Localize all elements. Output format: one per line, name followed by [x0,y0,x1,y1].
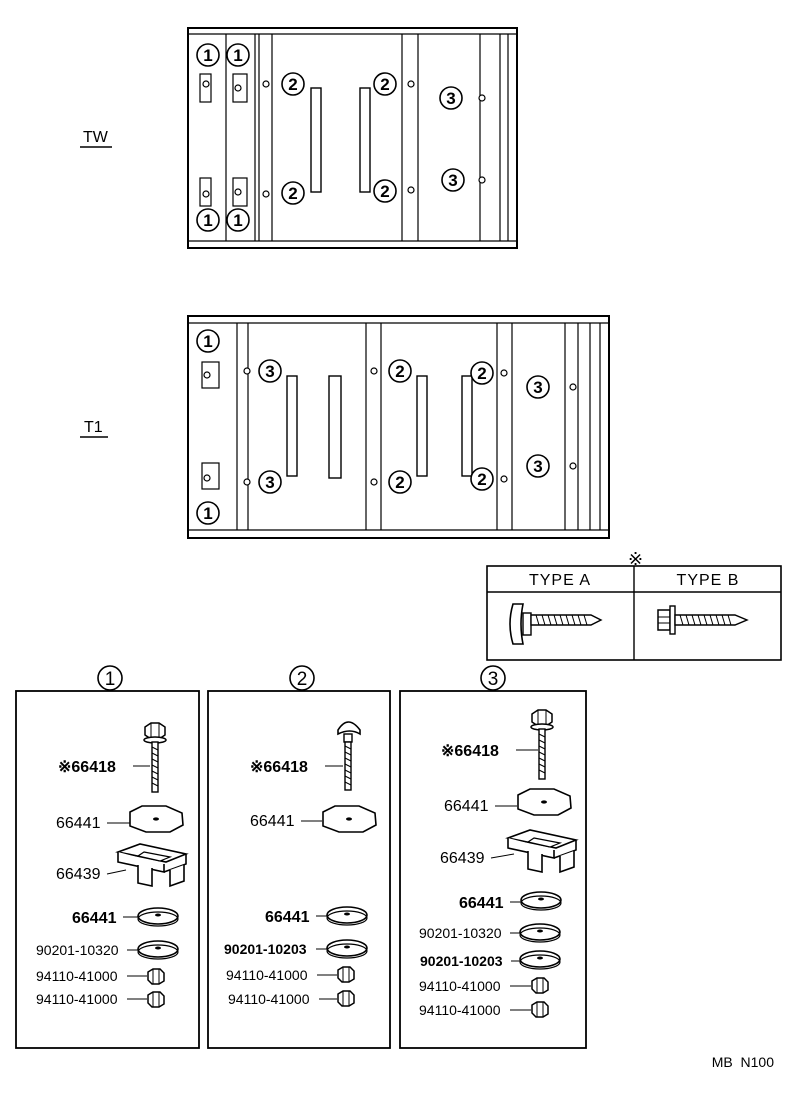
t1-layout: T1 [80,315,610,539]
callout-1 [196,208,220,232]
part-label: 66441 [56,815,101,832]
part-label: 94110-41000 [419,1002,501,1018]
kit-1-number: 1 [105,669,116,690]
callout-2 [281,72,305,96]
callout-3 [526,375,550,399]
callout-2 [281,181,305,205]
nut-icon [531,1001,549,1018]
part-label: 94110-41000 [419,978,501,994]
callout-1 [196,501,220,525]
part-label: 90201-10203 [224,941,307,957]
type-b-bolt [657,605,749,635]
kit-3: 3 ※66418 66441 66439 66441 90201-10320 9… [399,665,587,1049]
callout-2 [388,359,412,383]
part-label: 94110-41000 [36,968,118,984]
callout-3 [258,359,282,383]
callout-1 [196,329,220,353]
callout-2 [373,72,397,96]
part-label: 66441 [265,909,310,926]
callout-3 [439,86,463,110]
washer-icon [322,805,377,833]
callout-3 [258,470,282,494]
callout-2 [470,467,494,491]
type-marker: ※ [628,549,643,569]
part-label: 94110-41000 [228,991,310,1007]
part-label: 66441 [72,910,117,927]
kit-1: 1 ※66418 66441 66439 66441 90201-10320 9… [15,665,200,1049]
part-label: ※66418 [250,759,308,776]
callout-2 [470,361,494,385]
nut-icon [147,991,165,1008]
washer-icon [129,805,184,833]
part-label: 94110-41000 [36,991,118,1007]
callout-2 [373,179,397,203]
callout-1 [226,43,250,67]
kit-2-number: 2 [297,669,308,690]
washer-icon [517,788,572,816]
type-table: ※ TYPE A TYPE B [486,549,782,661]
part-label: 66439 [56,866,101,883]
part-label: 66439 [440,850,485,867]
part-label: 66441 [250,813,295,830]
callout-2 [388,470,412,494]
t1-label: T1 [84,419,103,436]
nut-icon [337,990,355,1007]
part-label: 90201-10203 [420,953,503,969]
part-label: 94110-41000 [226,967,308,983]
diagram-code: MB N100 [712,1054,774,1070]
type-a-bolt [509,603,603,645]
part-label: 90201-10320 [36,942,119,958]
tw-layout: TW [80,27,518,249]
part-label: ※66418 [441,743,499,760]
callout-1 [196,43,220,67]
nut-icon [147,968,165,985]
tw-label: TW [83,129,109,146]
callout-3 [526,454,550,478]
type-a-label: TYPE A [529,572,591,589]
part-label: 90201-10320 [419,925,502,941]
nut-icon [337,966,355,983]
kit-2: 2 ※66418 66441 66441 90201-10203 94110-4… [207,665,391,1049]
callout-3 [441,168,465,192]
part-label: ※66418 [58,759,116,776]
kit-3-number: 3 [488,669,499,690]
callout-1 [226,208,250,232]
type-b-label: TYPE B [677,572,740,589]
part-label: 66441 [459,895,504,912]
nut-icon [531,977,549,994]
part-label: 66441 [444,798,489,815]
